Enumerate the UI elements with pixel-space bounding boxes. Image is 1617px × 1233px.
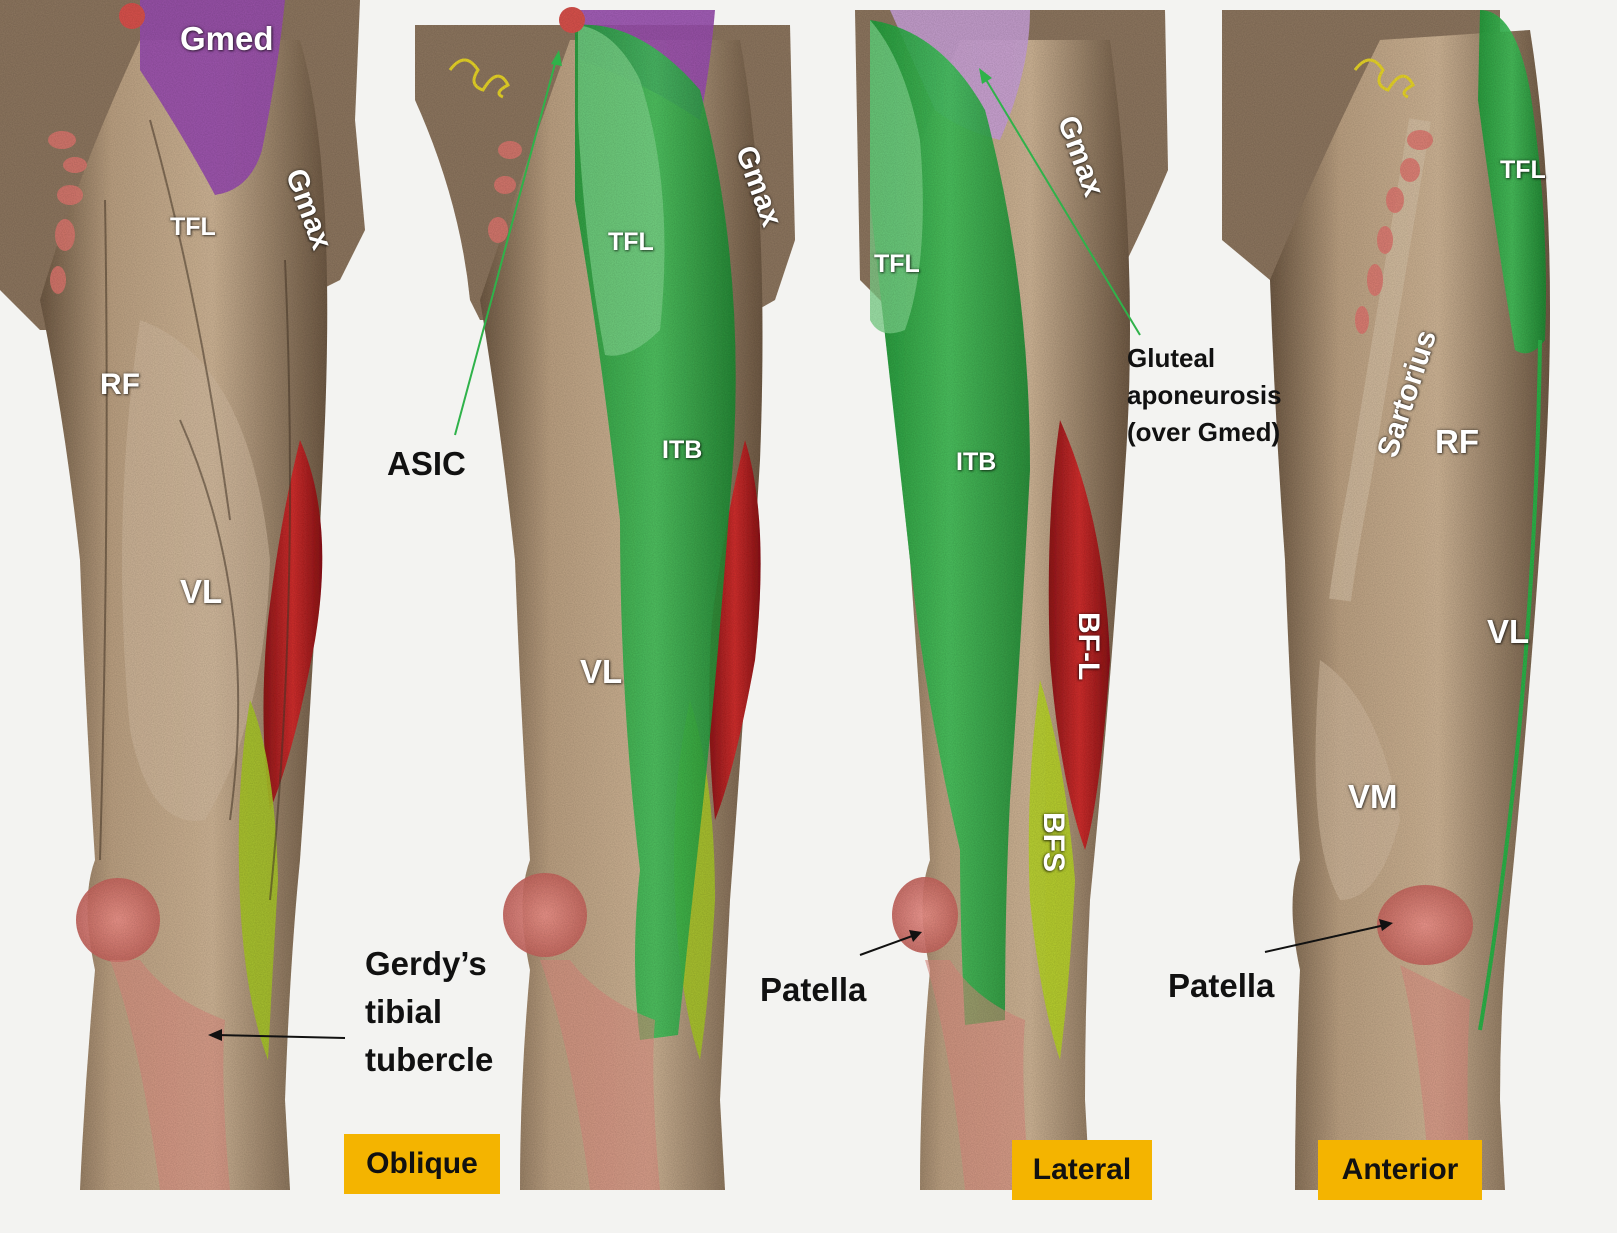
callout-aponeurosis-line1: Gluteal bbox=[1127, 343, 1216, 373]
vm-muscle bbox=[1315, 660, 1400, 900]
label-rf-4: RF bbox=[1435, 423, 1479, 460]
callout-asic: ASIC bbox=[387, 445, 466, 482]
tfl-muscle bbox=[870, 20, 923, 334]
patella-arrow-lateral bbox=[859, 934, 916, 956]
callout-gerdy-line2: tibial bbox=[365, 993, 443, 1030]
panel-itb bbox=[415, 7, 795, 1190]
panel-oblique bbox=[0, 0, 365, 1190]
label-bfs: BFS bbox=[1037, 812, 1070, 872]
view-label-oblique: Oblique bbox=[344, 1134, 500, 1194]
aponeurosis-arrow bbox=[984, 77, 1141, 336]
callout-aponeurosis-line2: aponeurosis bbox=[1127, 380, 1282, 410]
label-vl-4: VL bbox=[1487, 613, 1530, 650]
callout-gerdy: Gerdy’s tibial tubercle bbox=[365, 940, 493, 1084]
label-vm: VM bbox=[1348, 778, 1398, 815]
patella bbox=[503, 873, 587, 957]
tibia bbox=[1400, 965, 1470, 1190]
patella-arrow-anterior bbox=[1264, 924, 1386, 953]
tibia bbox=[540, 960, 660, 1190]
signature-mark bbox=[1353, 58, 1415, 99]
arrows bbox=[208, 50, 1393, 1041]
label-rf: RF bbox=[100, 368, 140, 401]
patella bbox=[76, 878, 160, 962]
label-vl-2: VL bbox=[580, 653, 623, 690]
callout-aponeurosis-line3: (over Gmed) bbox=[1127, 417, 1281, 447]
label-itb-3: ITB bbox=[956, 448, 997, 476]
label-vl: VL bbox=[180, 573, 223, 610]
callout-gerdy-line3: tubercle bbox=[365, 1041, 494, 1078]
panel-lateral bbox=[855, 10, 1168, 1190]
itb-edge bbox=[1478, 339, 1542, 1031]
view-label-lateral: Lateral bbox=[1012, 1140, 1152, 1200]
gmed-muscle bbox=[140, 0, 285, 195]
vl-muscle bbox=[122, 320, 270, 821]
bf-short-head bbox=[1028, 680, 1075, 1060]
tibia bbox=[925, 960, 1030, 1190]
gerdy-arrow bbox=[215, 1034, 346, 1039]
patella bbox=[892, 877, 958, 953]
view-label-anterior: Anterior bbox=[1318, 1140, 1482, 1200]
callout-patella-lateral: Patella bbox=[760, 971, 867, 1008]
callout-gerdy-line1: Gerdy’s bbox=[365, 945, 487, 982]
label-tfl-4: TFL bbox=[1500, 156, 1546, 184]
label-itb-2: ITB bbox=[662, 436, 703, 464]
label-tfl-3: TFL bbox=[874, 250, 920, 278]
tibia bbox=[110, 960, 230, 1190]
label-tfl: TFL bbox=[170, 213, 216, 241]
label-gmed: Gmed bbox=[180, 20, 274, 57]
panel-anterior bbox=[1222, 10, 1550, 1190]
sartorius-muscle bbox=[1329, 118, 1431, 602]
label-bfl: BF-L bbox=[1072, 612, 1105, 681]
bf-long-head bbox=[1048, 420, 1110, 850]
patella bbox=[1377, 885, 1473, 965]
signature-mark bbox=[448, 58, 510, 99]
callout-aponeurosis: Gluteal aponeurosis (over Gmed) bbox=[1127, 340, 1282, 451]
bf-short-head bbox=[238, 700, 278, 1060]
tfl-muscle bbox=[1478, 10, 1546, 354]
bf-long-head bbox=[263, 440, 323, 810]
asic-arrow bbox=[454, 59, 557, 436]
callout-patella-anterior: Patella bbox=[1168, 967, 1275, 1004]
label-tfl-2: TFL bbox=[608, 228, 654, 256]
bf-long-head bbox=[709, 440, 761, 820]
tfl-muscle bbox=[578, 25, 665, 356]
